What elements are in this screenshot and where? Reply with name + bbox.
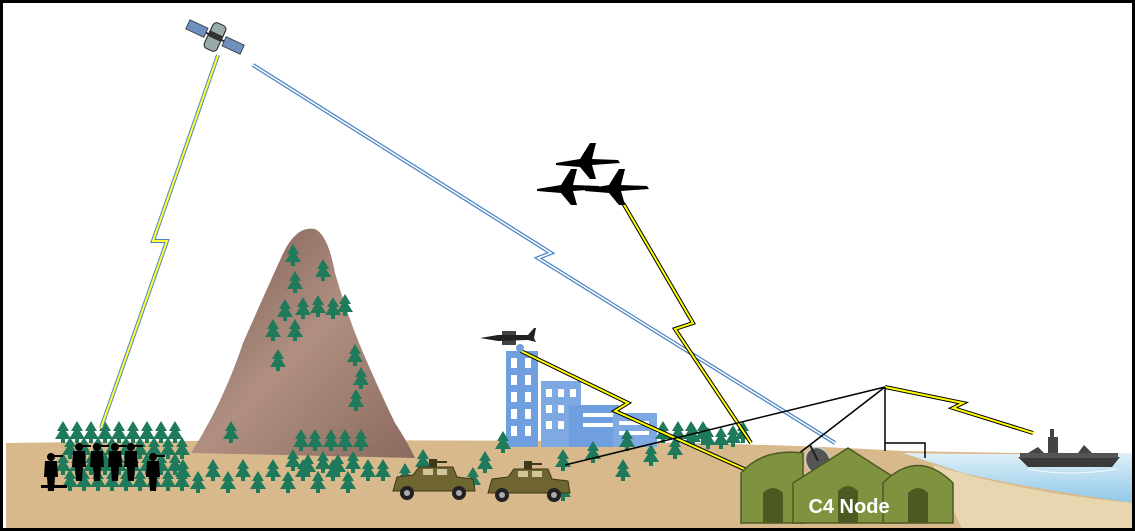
aircraft-carrier-icon	[1018, 429, 1120, 473]
c4-network-diagram: C4 Node	[3, 3, 1135, 531]
uav-drone-icon	[480, 328, 536, 352]
c4-node-label: C4 Node	[808, 496, 889, 518]
satellite-icon	[182, 12, 248, 63]
ground-marker	[41, 485, 67, 488]
fighter-jet-icon	[537, 143, 649, 205]
building-icon	[506, 351, 657, 447]
mountain-icon	[191, 229, 415, 458]
